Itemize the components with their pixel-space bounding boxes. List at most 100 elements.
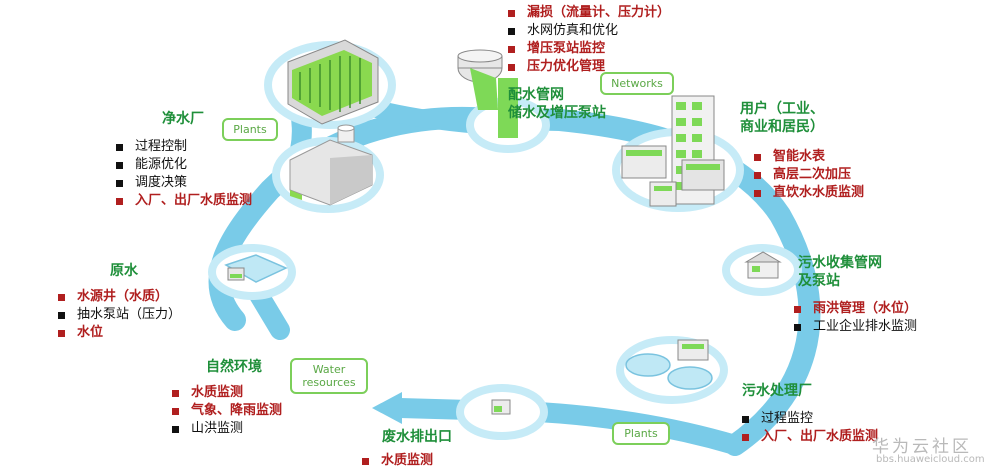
sewage-network-section: 污水收集管网 及泵站 雨洪管理（水位） 工业企业排水监测 (794, 254, 917, 336)
raw-water-illustration (208, 244, 296, 300)
sewage-plant-item: 入厂、出厂水质监测 (742, 428, 878, 446)
sewage-collection-illustration (722, 244, 802, 296)
outfall-section: 废水排出口 水质监测 (362, 428, 452, 470)
users-item-text: 智能水表 (773, 149, 826, 164)
raw-water-item-text: 抽水泵站（压力） (77, 307, 182, 322)
list-bullet (116, 161, 123, 169)
flow-arrow-head (372, 392, 402, 424)
users-item-text: 直饮水水质监测 (773, 185, 865, 200)
users-item-text: 高层二次加压 (773, 167, 852, 182)
list-bullet (172, 389, 179, 397)
raw-water-section: 原水 水源井（水质） 抽水泵站（压力） 水位 (58, 262, 181, 342)
list-bullet (754, 153, 761, 161)
natural-env-heading: 自然环境 (206, 359, 262, 375)
list-bullet (58, 329, 65, 337)
plants-tag-bottom: Plants (612, 422, 670, 445)
top-item-text: 漏损（流量计、压力计） (527, 5, 671, 20)
water-plant-item: 能源优化 (116, 156, 252, 174)
raw-water-heading: 原水 (110, 263, 138, 279)
raw-water-item-text: 水位 (77, 325, 104, 340)
top-item-text: 水网仿真和优化 (527, 23, 619, 38)
list-bullet (754, 171, 761, 179)
natural-env-item: 气象、降雨监测 (172, 402, 282, 420)
sewage-network-heading-line1: 污水收集管网 (798, 255, 882, 271)
distribution-heading-line2: 储水及增压泵站 (508, 105, 606, 121)
outfall-illustration (456, 384, 548, 440)
list-bullet (794, 323, 801, 331)
list-bullet (508, 63, 515, 71)
list-bullet (172, 425, 179, 433)
top-item: 增压泵站监控 (508, 40, 670, 58)
users-section: 用户（工业、 商业和居民） 智能水表 高层二次加压 直饮水水质监测 (740, 100, 864, 202)
water-plant-item: 过程控制 (116, 138, 252, 156)
list-bullet (172, 407, 179, 415)
sewage-plant-item-text: 入厂、出厂水质监测 (761, 429, 879, 444)
top-item-text: 增压泵站监控 (527, 41, 606, 56)
users-item: 高层二次加压 (754, 166, 864, 184)
list-bullet (754, 189, 761, 197)
list-bullet (58, 311, 65, 319)
water-resources-tag: Water resources (290, 358, 368, 394)
list-bullet (116, 197, 123, 205)
outfall-item: 水质监测 (362, 452, 452, 470)
user-buildings-illustration (612, 95, 744, 212)
list-bullet (116, 143, 123, 151)
list-bullet (742, 433, 749, 441)
water-cycle-ring (208, 106, 821, 456)
raw-water-item: 水位 (58, 324, 181, 342)
users-item: 直饮水水质监测 (754, 184, 864, 202)
natural-env-item-text: 气象、降雨监测 (191, 403, 283, 418)
sewage-network-item: 工业企业排水监测 (794, 318, 917, 336)
water-plant-section: 净水厂 过程控制 能源优化 调度决策 入厂、出厂水质监测 (116, 110, 252, 210)
raw-water-item: 水源井（水质） (58, 288, 181, 306)
users-item: 智能水表 (754, 148, 864, 166)
water-resources-tag-line1: Water (312, 363, 346, 376)
top-item: 水网仿真和优化 (508, 22, 670, 40)
water-plant-item: 调度决策 (116, 174, 252, 192)
distribution-heading: 配水管网 储水及增压泵站 (508, 86, 606, 122)
leak-management-list: 漏损（流量计、压力计） 水网仿真和优化 增压泵站监控 压力优化管理 (508, 4, 670, 76)
raw-water-item-text: 水源井（水质） (77, 289, 169, 304)
water-resources-tag-line2: resources (302, 376, 356, 389)
raw-water-item: 抽水泵站（压力） (58, 306, 181, 324)
list-bullet (508, 27, 515, 35)
water-tower-illustration (457, 49, 550, 153)
water-plant-item-text: 调度决策 (135, 175, 188, 190)
sewage-plant-item-text: 过程监控 (761, 411, 814, 426)
sewage-network-item: 雨洪管理（水位） (794, 300, 917, 318)
water-plant-illustration (264, 39, 396, 129)
sewage-network-heading-line2: 及泵站 (798, 273, 840, 289)
outfall-heading: 废水排出口 (382, 429, 452, 445)
outfall-item-text: 水质监测 (381, 453, 434, 468)
watermark-logo-text: 华为云社区 (872, 437, 972, 457)
natural-env-item-text: 山洪监测 (191, 421, 244, 436)
plants-tag-top: Plants (222, 118, 278, 141)
natural-env-item: 水质监测 (172, 384, 282, 402)
top-item: 漏损（流量计、压力计） (508, 4, 670, 22)
users-heading-line2: 商业和居民） (740, 119, 824, 135)
list-bullet (508, 45, 515, 53)
water-plant-item-text: 入厂、出厂水质监测 (135, 193, 253, 208)
water-plant-heading: 净水厂 (162, 111, 204, 127)
distribution-heading-line1: 配水管网 (508, 87, 564, 103)
sewage-plant-heading: 污水处理厂 (742, 383, 812, 399)
water-plant-item-text: 过程控制 (135, 139, 188, 154)
water-plant-item: 入厂、出厂水质监测 (116, 192, 252, 210)
top-item-text: 压力优化管理 (527, 59, 606, 74)
watermark-url: bbs.huaweicloud.com (876, 454, 985, 465)
list-bullet (742, 415, 749, 423)
plant-warehouse-illustration (272, 124, 384, 213)
list-bullet (362, 457, 369, 465)
list-bullet (116, 179, 123, 187)
list-bullet (58, 293, 65, 301)
networks-tag: Networks (600, 72, 674, 95)
sewage-plant-section: 污水处理厂 过程监控 入厂、出厂水质监测 (742, 382, 878, 446)
natural-env-item-text: 水质监测 (191, 385, 244, 400)
sewage-network-item-text: 工业企业排水监测 (813, 319, 918, 334)
natural-env-item: 山洪监测 (172, 420, 282, 438)
natural-env-section: 自然环境 水质监测 气象、降雨监测 山洪监测 (172, 358, 282, 438)
sewage-plant-illustration (616, 336, 728, 404)
users-heading-line1: 用户（工业、 (740, 101, 824, 117)
water-plant-item-text: 能源优化 (135, 157, 188, 172)
